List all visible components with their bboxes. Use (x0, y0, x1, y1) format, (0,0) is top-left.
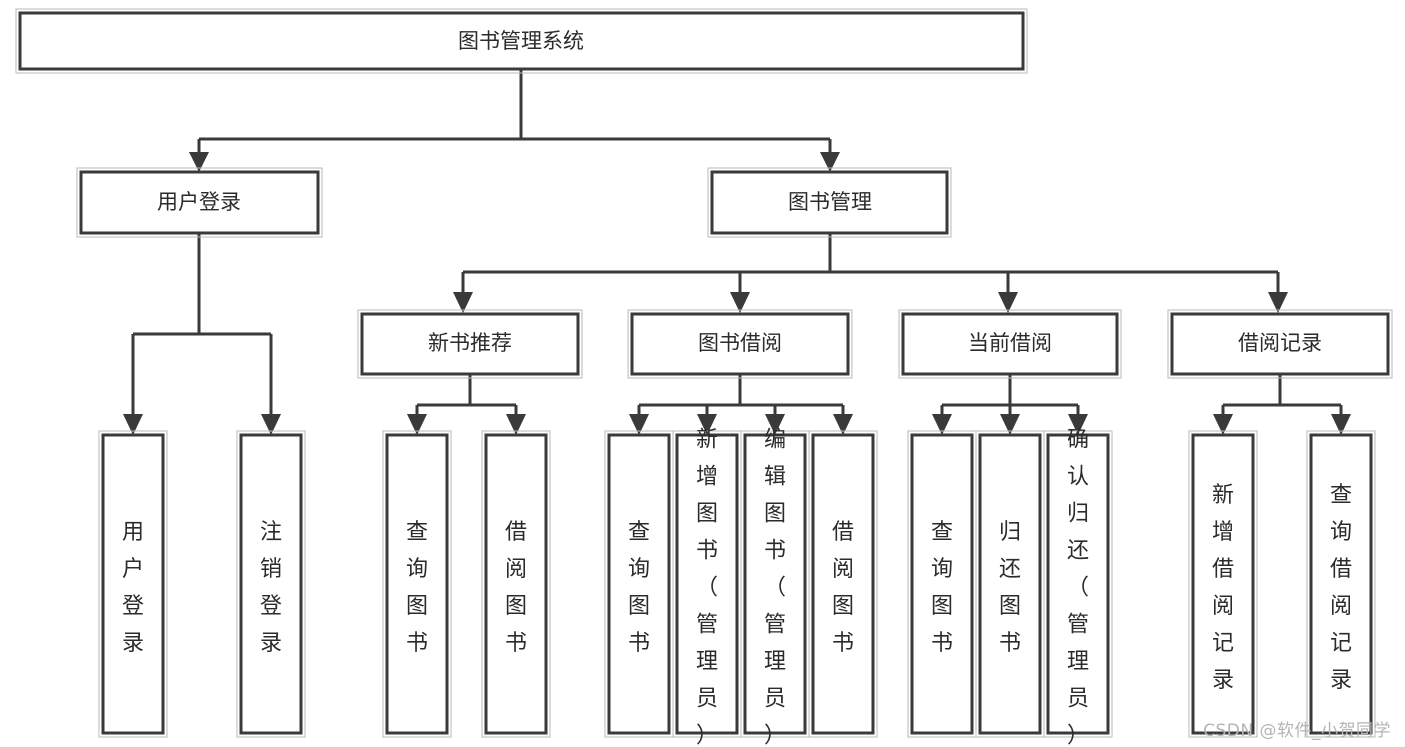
node-leaf-query-record-label: 查询借阅记录 (1330, 483, 1352, 693)
node-leaf-confirm-return-admin[interactable]: 确认归还（管理员） (1043, 427, 1113, 747)
arrow-leaf-query-book-3 (932, 414, 952, 435)
node-user-login-box-shadow (76, 167, 323, 238)
node-leaf-logout-label: 注销登录 (260, 520, 282, 656)
node-book-borrow-box[interactable] (630, 312, 850, 376)
arrow-to-book-borrow (730, 292, 750, 313)
node-leaf-borrow-book-2-label: 借阅图书 (832, 520, 854, 656)
node-current-borrow-box[interactable] (901, 312, 1119, 376)
arrow-leaf-query-book-1 (407, 414, 427, 435)
node-leaf-borrow-book-1-box[interactable] (484, 433, 548, 735)
arrow-leaf-query-record (1331, 414, 1351, 435)
node-leaf-return-book-label: 归还图书 (999, 520, 1021, 656)
watermark: CSDN @软件_小贺同学 (1203, 721, 1391, 741)
node-book-mgmt-box-shadow (707, 167, 952, 238)
node-leaf-add-book-admin[interactable]: 新增图书（管理员） (672, 427, 742, 747)
arrow-leaf-borrow-book-2 (833, 414, 853, 435)
node-leaf-logout[interactable]: 注销登录 (236, 430, 306, 738)
node-user-login[interactable]: 用户登录 (76, 167, 323, 238)
arrow-to-book-mgmt (820, 152, 840, 172)
node-leaf-query-book-3-box[interactable] (910, 433, 974, 735)
node-book-mgmt-box[interactable] (710, 170, 949, 235)
node-root[interactable]: 图书管理系统 (15, 8, 1028, 74)
node-new-book-rec-label: 新书推荐 (428, 331, 512, 355)
node-borrow-record[interactable]: 借阅记录 (1167, 309, 1393, 379)
node-book-borrow[interactable]: 图书借阅 (627, 309, 853, 379)
node-borrow-record-box-shadow (1167, 309, 1393, 379)
node-leaf-return-book-box[interactable] (978, 433, 1042, 735)
arrow-leaf-add-book-admin (697, 414, 717, 435)
node-leaf-borrow-book-2[interactable]: 借阅图书 (808, 430, 878, 738)
node-user-login-label: 用户登录 (157, 190, 241, 214)
node-leaf-user-login-box[interactable] (101, 433, 165, 735)
node-new-book-rec-box-shadow (357, 309, 583, 379)
arrow-to-current-borrow (998, 292, 1018, 313)
node-leaf-query-book-2-label: 查询图书 (628, 520, 650, 656)
node-leaf-borrow-book-1-label: 借阅图书 (505, 520, 527, 656)
node-leaf-user-login-box-shadow (98, 430, 168, 738)
arrow-leaf-query-book-2 (629, 414, 649, 435)
node-current-borrow-label: 当前借阅 (968, 331, 1052, 355)
node-leaf-query-book-3[interactable]: 查询图书 (907, 430, 977, 738)
node-current-borrow-box-shadow (898, 309, 1122, 379)
node-book-mgmt[interactable]: 图书管理 (707, 167, 952, 238)
arrow-leaf-confirm-return (1068, 414, 1088, 435)
arrow-to-user-login (189, 152, 209, 172)
arrow-leaf-add-record (1213, 414, 1233, 435)
node-leaf-edit-book-admin[interactable]: 编辑图书（管理员） (740, 427, 810, 747)
node-leaf-add-record-box-shadow (1188, 430, 1258, 738)
node-leaf-add-record-label: 新增借阅记录 (1212, 483, 1234, 693)
node-leaf-borrow-book-2-box[interactable] (811, 433, 875, 735)
node-leaf-query-book-1-box-shadow (382, 430, 452, 738)
node-leaf-borrow-book-2-box-shadow (808, 430, 878, 738)
node-borrow-record-label: 借阅记录 (1238, 331, 1322, 355)
node-borrow-record-box[interactable] (1170, 312, 1390, 376)
node-leaf-confirm-return-admin-box-shadow (1043, 430, 1113, 738)
node-leaf-logout-box-shadow (236, 430, 306, 738)
node-user-login-box[interactable] (79, 170, 320, 235)
node-leaf-borrow-book-1-box-shadow (481, 430, 551, 738)
node-book-borrow-box-shadow (627, 309, 853, 379)
node-leaf-query-record[interactable]: 查询借阅记录 (1306, 430, 1376, 738)
node-leaf-confirm-return-admin-box[interactable] (1046, 433, 1110, 735)
arrow-leaf-return-book (1000, 414, 1020, 435)
node-root-box-shadow (15, 8, 1028, 74)
node-leaf-query-book-1-label: 查询图书 (406, 520, 428, 656)
node-leaf-query-book-2[interactable]: 查询图书 (604, 430, 674, 738)
node-leaf-add-record-box[interactable] (1191, 433, 1255, 735)
node-leaf-logout-box[interactable] (239, 433, 303, 735)
node-leaf-edit-book-admin-label: 编辑图书（管理员） (764, 427, 786, 747)
node-root-label: 图书管理系统 (458, 29, 584, 53)
arrow-leaf-edit-book-admin (765, 414, 785, 435)
node-book-borrow-label: 图书借阅 (698, 331, 782, 355)
node-leaf-query-book-2-box[interactable] (607, 433, 671, 735)
node-leaf-query-book-1-box[interactable] (385, 433, 449, 735)
node-new-book-rec-box[interactable] (360, 312, 580, 376)
node-new-book-rec[interactable]: 新书推荐 (357, 309, 583, 379)
node-leaf-user-login-label: 用户登录 (122, 520, 144, 656)
node-root-box[interactable] (18, 11, 1025, 71)
node-leaf-add-book-admin-label: 新增图书（管理员） (696, 427, 718, 747)
node-book-mgmt-label: 图书管理 (788, 190, 872, 214)
arrow-to-new-book-rec (453, 292, 473, 313)
node-current-borrow[interactable]: 当前借阅 (898, 309, 1122, 379)
node-leaf-query-book-1[interactable]: 查询图书 (382, 430, 452, 738)
node-leaf-add-record[interactable]: 新增借阅记录 (1188, 430, 1258, 738)
arrow-to-borrow-record (1268, 292, 1288, 313)
node-leaf-query-record-box-shadow (1306, 430, 1376, 738)
connectors-layer (123, 69, 1351, 435)
node-leaf-return-book[interactable]: 归还图书 (975, 430, 1045, 738)
node-leaf-edit-book-admin-box[interactable] (743, 433, 807, 735)
node-leaf-add-book-admin-box[interactable] (675, 433, 739, 735)
arrow-leaf-borrow-book-1 (506, 414, 526, 435)
node-leaf-user-login[interactable]: 用户登录 (98, 430, 168, 738)
node-leaf-confirm-return-admin-label: 确认归还（管理员） (1067, 427, 1089, 747)
node-leaf-borrow-book-1[interactable]: 借阅图书 (481, 430, 551, 738)
arrow-leaf-logout (261, 414, 281, 435)
node-leaf-query-book-3-label: 查询图书 (931, 520, 953, 656)
arrow-leaf-user-login (123, 414, 143, 435)
node-leaf-query-record-box[interactable] (1309, 433, 1373, 735)
